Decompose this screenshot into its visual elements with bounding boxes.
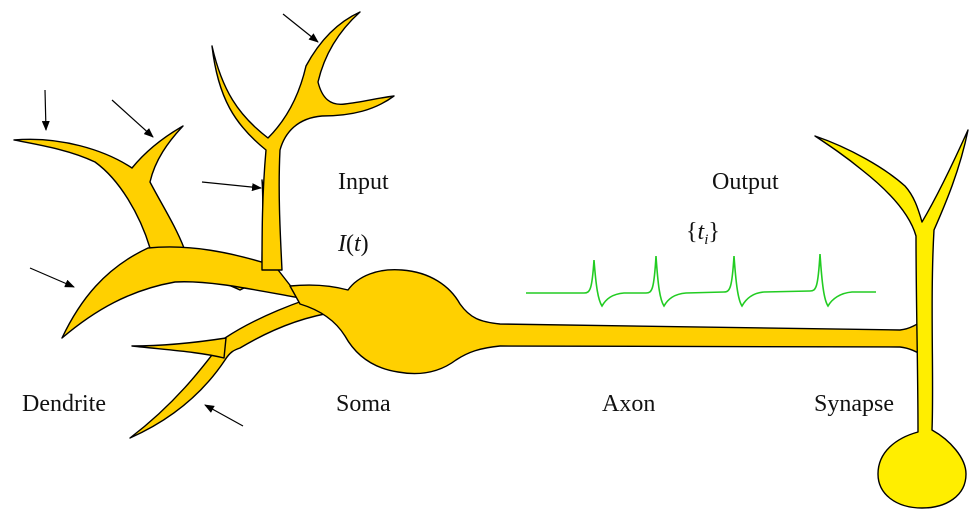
spike-train: [526, 253, 876, 308]
input-arrow-1: [282, 13, 319, 43]
dendrite-bottom-branch: [131, 337, 227, 359]
dendrite-bottom: [129, 291, 337, 439]
axon-label: Axon: [602, 391, 656, 417]
input-arrow-6: [204, 404, 244, 427]
input-arrow-2: [41, 89, 50, 131]
output-signal-open: {: [686, 219, 698, 245]
input-signal-close: ): [360, 231, 369, 257]
input-signal-symbol: I: [338, 231, 346, 257]
dendrite-label: Dendrite: [22, 391, 106, 417]
output-signal-symbol: t: [697, 219, 705, 245]
dendrite-lower-left: [61, 246, 301, 339]
neuron-body: [13, 11, 930, 439]
synapse-label: Synapse: [814, 391, 894, 417]
input-label: Input: [338, 169, 389, 195]
dendrite-top: [211, 11, 395, 271]
soma-axon: [289, 269, 930, 375]
input-arrow-5: [29, 267, 75, 288]
input-signal-label: I(t): [338, 232, 369, 256]
output-label: Output: [712, 169, 779, 195]
input-signal-variable: t: [354, 231, 361, 257]
output-signal-label: {ti}: [686, 219, 720, 248]
output-signal-close: }: [708, 219, 720, 245]
output-signal-subscript: i: [704, 232, 709, 248]
soma-label: Soma: [336, 391, 391, 417]
input-signal-open: (: [346, 231, 354, 257]
input-arrow-4: [201, 181, 262, 192]
input-arrows: [29, 13, 319, 427]
postsynaptic-dendrite: [814, 129, 969, 509]
input-arrow-3: [111, 99, 154, 138]
